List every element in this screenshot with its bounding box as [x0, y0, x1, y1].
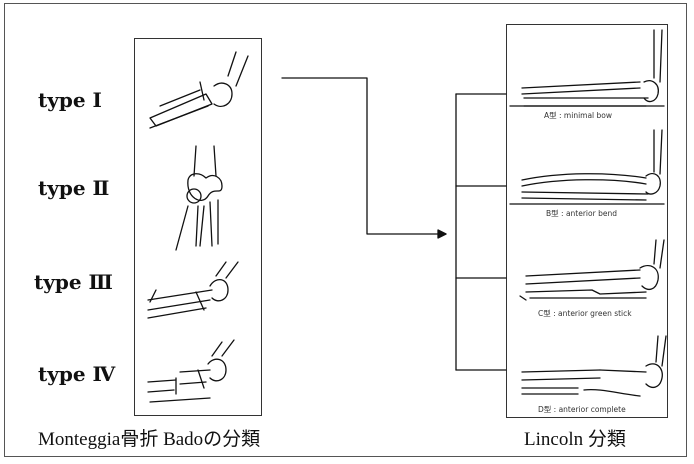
bado-classification-caption: Monteggia骨折 Badoの分類 — [38, 424, 260, 451]
lincoln-c-caption: C型 : anterior green stick — [538, 308, 632, 319]
connector-arrow — [282, 78, 506, 370]
lincoln-d-caption: D型 : anterior complete — [538, 404, 626, 415]
lincoln-b-sketch — [510, 130, 664, 204]
lincoln-b-caption: B型 : anterior bend — [546, 208, 617, 219]
lincoln-a-caption: A型 : minimal bow — [544, 110, 612, 121]
bado-type-4-sketch — [148, 340, 234, 402]
lincoln-a-sketch — [510, 30, 664, 106]
lincoln-classification-caption: Lincoln 分類 — [524, 424, 626, 451]
lincoln-d-sketch — [522, 336, 666, 396]
bado-type-2-sketch — [176, 146, 222, 250]
lincoln-c-sketch — [520, 240, 664, 300]
bado-type-3-sketch — [148, 262, 238, 318]
bado-type-1-sketch — [150, 52, 248, 128]
